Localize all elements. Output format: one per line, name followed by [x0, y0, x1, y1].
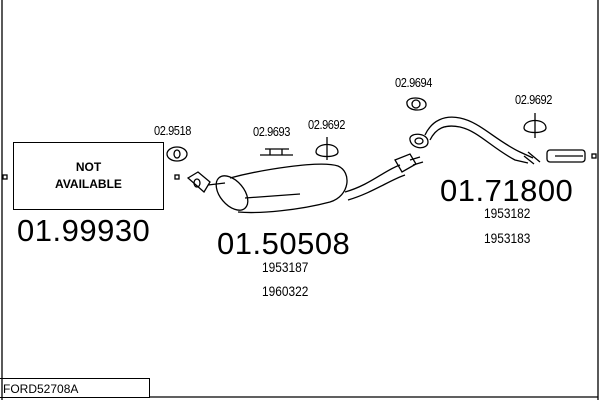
part-number[interactable]: 01.99930 — [17, 213, 151, 248]
rubber-mount-icon — [523, 113, 547, 138]
oem-number: 1953183 — [484, 230, 531, 246]
part-number[interactable]: 01.50508 — [217, 226, 351, 261]
accessory-label[interactable]: 02.9692 — [308, 117, 345, 132]
oem-number: 1960322 — [262, 283, 309, 299]
accessory-label[interactable]: 02.9693 — [253, 124, 290, 139]
rear-silencer-icon — [409, 116, 586, 165]
not-available-line1: NOT — [75, 160, 102, 175]
vehicle-code: FORD52708A — [0, 378, 150, 398]
centre-silencer-icon — [186, 153, 424, 214]
part-number[interactable]: 01.71800 — [440, 173, 574, 208]
rubber-mount-icon — [315, 137, 339, 160]
connector-marker — [174, 174, 180, 180]
hanger-bracket-icon — [260, 148, 293, 156]
connector-marker — [591, 153, 597, 159]
connector-marker — [2, 174, 8, 180]
accessory-label[interactable]: 02.9518 — [154, 123, 191, 138]
accessory-label[interactable]: 02.9694 — [395, 75, 432, 90]
oem-number: 1953187 — [262, 259, 309, 275]
gasket-icon — [406, 97, 427, 111]
oem-number: 1953182 — [484, 205, 531, 221]
not-available-line2: AVAILABLE — [55, 177, 122, 191]
not-available-box: NOT AVAILABLE — [13, 142, 164, 210]
accessory-label[interactable]: 02.9692 — [515, 92, 552, 107]
gasket-icon — [166, 146, 188, 162]
